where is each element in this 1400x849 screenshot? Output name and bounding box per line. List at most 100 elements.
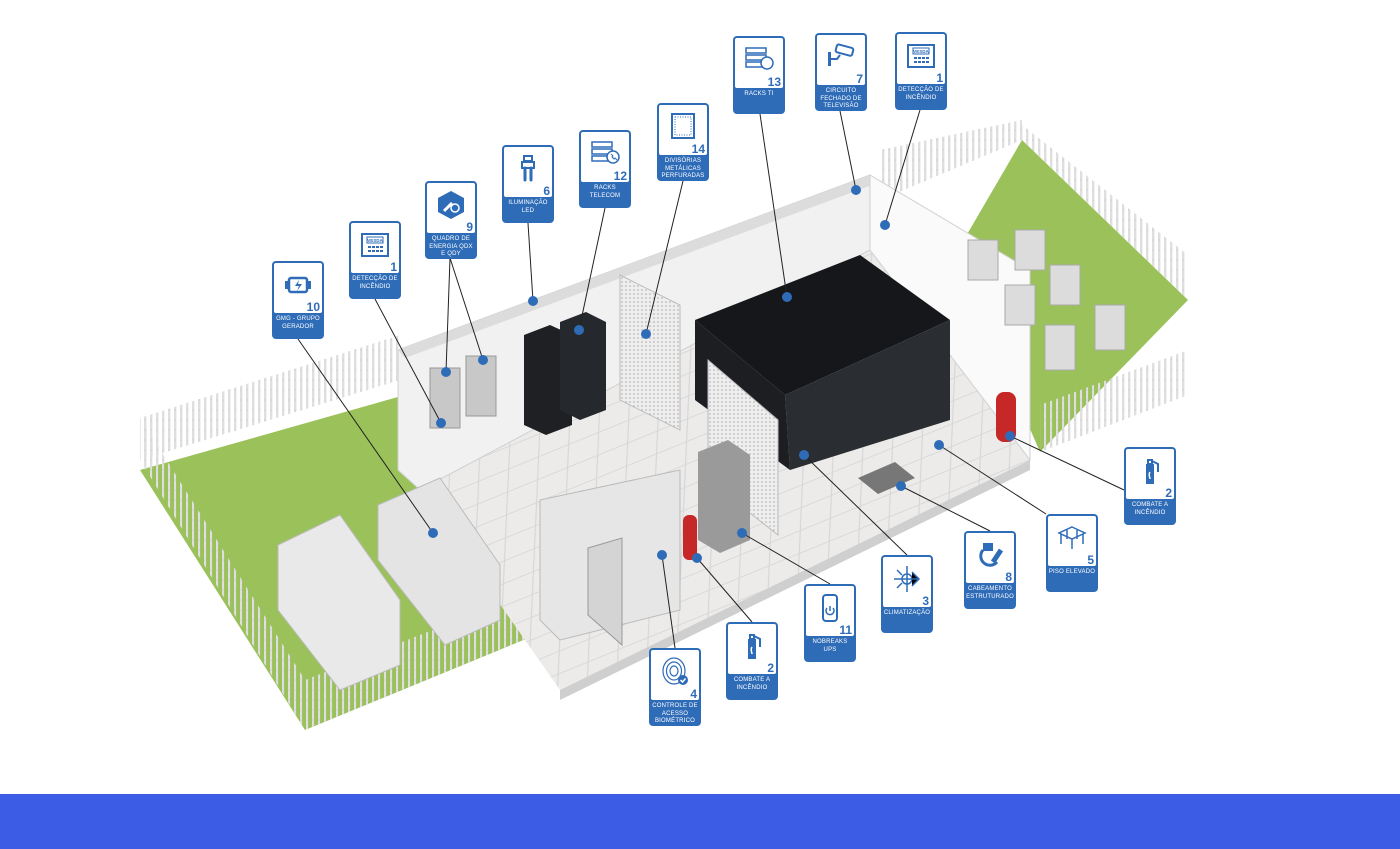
callout-label: RACKS TELECOM [589,185,621,199]
callout-label: ILUMINAÇÃO LED [508,200,548,214]
callout-icon-area: 10 [274,263,322,313]
callout-number: 4 [690,687,697,701]
vesda-panel-icon: VESDA [361,233,389,257]
condenser-units [967,229,1126,371]
leader-line [449,257,484,361]
fence-right-back [880,120,1022,200]
network-cable-icon [979,543,1004,567]
it-racks-front [785,320,950,470]
callout-marker-dot [737,528,747,538]
fire-extinguisher-icon [1146,459,1159,484]
entrance-door [587,537,623,647]
callout-number: 5 [1087,553,1094,567]
telecom-rack-icon [591,141,620,164]
leader-line [839,110,857,191]
callout-marker-dot [657,550,667,560]
leader-line [578,207,606,331]
callout-icon-area: 9 [427,183,475,233]
callout-marker-dot [1005,431,1015,441]
leader-line [884,109,921,226]
power-plug-icon [438,191,464,219]
callout-label: GMG - GRUPO GERADOR [276,316,320,330]
perforated-panel-icon [671,113,695,139]
leader-line [938,444,1047,515]
callout-icon-area: 14 [659,105,707,155]
generator-2 [377,477,501,646]
callout-number: 2 [767,661,774,675]
callout-marker-dot [782,292,792,302]
svg-text:VESDA: VESDA [367,238,383,243]
callout-icon-area: 13 [735,38,783,88]
cctv-camera-icon [828,43,855,66]
callout-icon-area: 2 [728,624,776,674]
callout-marker-dot [574,325,584,335]
fingerprint-icon [662,657,688,685]
floor-edge [560,460,1030,700]
callout-number: 3 [922,594,929,608]
fire-cylinder-left [683,515,697,560]
callout-icon-area: 6 [504,147,552,197]
leader-line [297,338,434,534]
leader-line [374,298,442,424]
callout-number: 13 [767,75,781,89]
callout-label: QUADRO DE ENERGIA QDX e QDY [429,236,473,257]
generator-icon [285,276,311,294]
callout-marker-dot [880,220,890,230]
callout-marker-dot [441,367,451,377]
callout-label: DETECÇÃO DE INCÊNDIO [898,87,944,101]
fence-left-side [140,418,305,730]
callout-label: DETECÇÃO DE INCÊNDIO [352,276,398,290]
callout-number: 6 [543,184,550,198]
vesda-panel-icon: VESDA [907,44,935,68]
callout-icon-area: 12 [581,132,629,182]
callout-label: DIVISÓRIAS METÁLICAS PERFURADAS [661,158,705,179]
callout-number: 7 [856,72,863,86]
raised-floor-icon [1057,526,1087,549]
callout-number: 12 [613,169,627,183]
leader-line [1009,435,1125,491]
leader-line [759,113,788,298]
callout-label: CIRCUITO FECHADO DE TELEVISÃO [820,88,862,109]
fence-left-back [140,335,400,460]
callout-marker-dot [641,329,651,339]
callout-marker-dot [851,185,861,195]
it-racks-top [695,255,950,395]
fence-right-front [1040,350,1188,452]
back-wall-top [398,175,880,358]
callout-marker-dot [436,418,446,428]
fire-cylinder-right [996,392,1016,442]
callout-icon-area: 5 [1048,516,1096,566]
sun-snowflake-icon [894,566,921,592]
leader-line [445,257,451,373]
callout-number: 8 [1005,570,1012,584]
callout-marker-dot [428,528,438,538]
callout-icon-area: 3 [883,557,931,607]
leader-line [661,554,676,649]
generator-1 [277,514,401,691]
callout-marker-dot [478,355,488,365]
power-panel-qdy [465,355,497,417]
callout-marker-dot [896,481,906,491]
callout-marker-dot [528,296,538,306]
callout-icon-area: 8 [966,533,1014,583]
floor-cable-opening [858,462,915,494]
callout-label: COMBATE A INCÊNDIO [733,677,771,691]
telecom-rack-2 [560,312,606,420]
leader-line [696,557,753,623]
ups-power-icon [822,594,838,622]
datacenter-illustration [140,109,1188,730]
callout-icon-area: 2 [1126,449,1174,499]
callout-number: 2 [1165,486,1172,500]
